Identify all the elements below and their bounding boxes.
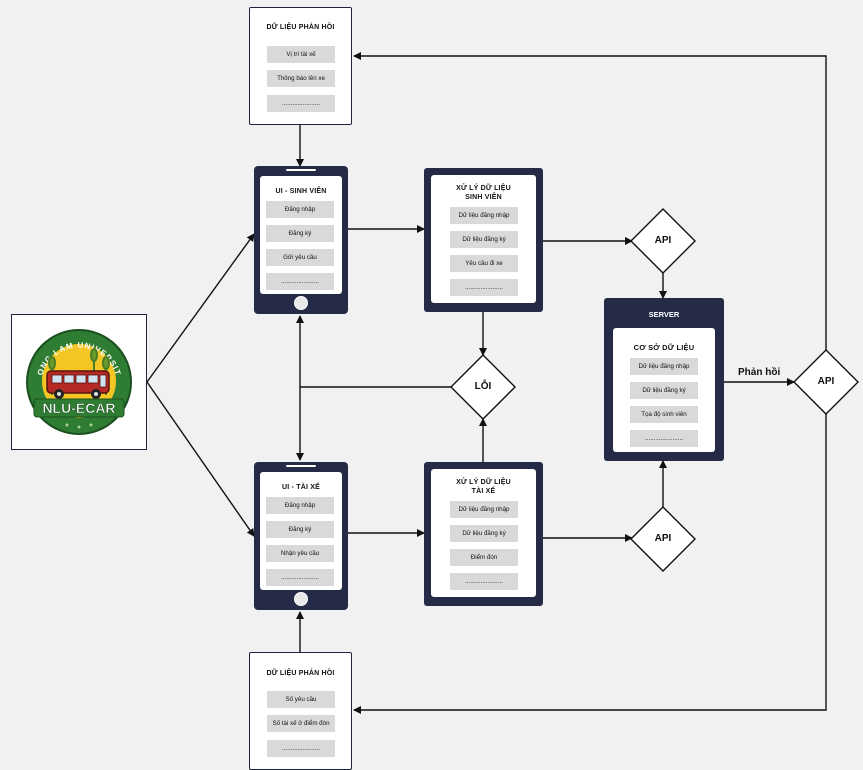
phone-home-button [294,296,308,310]
process-driver-item: Điểm đón [450,549,518,566]
process-student-title-line1: XỬ LÝ DỮ LIỆU [456,185,511,192]
process-student-screen: XỬ LÝ DỮ LIỆU SINH VIÊN Dữ liệu đăng nhậ… [431,175,536,303]
api-right-label: API [817,376,835,387]
feedback-top-title: DỮ LIỆU PHẢN HỒI [266,24,335,31]
api-top-label: API [654,235,672,246]
database-title: CƠ SỞ DỮ LIỆU [633,343,695,352]
feedback-bottom-title: DỮ LIỆU PHẢN HỒI [266,670,335,677]
process-student-title-line2: SINH VIÊN [465,194,502,201]
server-db-item: Dữ liệu đăng ký [630,382,698,399]
process-student-item: ...................... [450,279,518,296]
feedback-arrow-label: Phản hồi [738,367,781,378]
logo-banner [33,398,125,418]
logo-card: NONG LAM UNIVERSITY NLU-ECAR [9,308,147,450]
line-api-right-to-bottom [353,414,827,714]
server-db-item: Dữ liệu đăng nhập [630,358,698,375]
bus-icon [46,370,110,399]
driver-ui-item[interactable]: Nhận yêu cầu [266,545,334,562]
process-driver-title-line1: XỬ LÝ DỮ LIỆU [456,479,511,486]
arrow-logo-to-driver [146,381,255,537]
student-ui-item[interactable]: Đăng ký [266,225,334,242]
error-label: LỖI [474,381,492,392]
api-right-diamond [793,349,859,415]
process-student-item: Dữ liệu đăng ký [450,231,518,248]
api-top-diamond [630,208,696,274]
process-student-item: Dữ liệu đăng nhập [450,207,518,224]
server-db-item: ...................... [630,430,698,447]
arrow-logo-to-student [146,233,255,383]
api-bottom-label: API [654,533,672,544]
driver-ui-phone: UI - TÀI XẾ Đăng nhập Đăng ký Nhận yêu c… [254,462,348,610]
process-driver-item: Dữ liệu đăng ký [450,525,518,542]
server-box: SERVER CƠ SỞ DỮ LIỆU Dữ liệu đăng nhập D… [604,298,724,461]
driver-ui-item[interactable]: Đăng ký [266,521,334,538]
server-db-panel: CƠ SỞ DỮ LIỆU Dữ liệu đăng nhập Dữ liệu … [613,328,715,452]
student-ui-item[interactable]: ...................... [266,273,334,290]
line-api-right-to-top [353,52,827,350]
feedback-bottom-item: Số yêu cầu [267,691,335,708]
phone-home-button [294,592,308,606]
process-student-box: XỬ LÝ DỮ LIỆU SINH VIÊN Dữ liệu đăng nhậ… [424,168,543,312]
feedback-top-item: ...................... [267,95,335,112]
feedback-top-item: Thông báo lên xe [267,70,335,87]
process-driver-screen: XỬ LÝ DỮ LIỆU TÀI XẾ Dữ liệu đăng nhập D… [431,469,536,597]
student-ui-phone: UI - SINH VIÊN Đăng nhập Đăng ký Gửi yêu… [254,166,348,314]
logo-name: NLU-ECAR [42,400,115,416]
student-ui-title: UI - SINH VIÊN [275,188,327,195]
process-driver-box: XỬ LÝ DỮ LIỆU TÀI XẾ Dữ liệu đăng nhập D… [424,462,543,606]
student-ui-screen: UI - SINH VIÊN Đăng nhập Đăng ký Gửi yêu… [260,176,342,294]
process-student-item: Yêu cầu đi xe [450,255,518,272]
api-bottom-diamond [630,506,696,572]
feedback-bottom-card: DỮ LIỆU PHẢN HỒI Số yêu cầu Số tài xế ở … [249,652,352,770]
student-ui-item[interactable]: Đăng nhập [266,201,334,218]
phone-speaker [286,169,316,171]
leaf-icon [65,423,93,429]
server-title: SERVER [648,310,680,319]
driver-ui-screen: UI - TÀI XẾ Đăng nhập Đăng ký Nhận yêu c… [260,472,342,590]
feedback-top-card: DỮ LIỆU PHẢN HỒI Vị trí tài xế Thông báo… [249,7,352,125]
error-diamond [450,354,516,420]
feedback-bottom-item: Số tài xế ở điểm đón [267,715,335,732]
server-db-item: Tọa độ sinh viên [630,406,698,423]
nlu-ecar-logo: NONG LAM UNIVERSITY NLU-ECAR [9,308,132,435]
feedback-bottom-item: ...................... [267,740,335,757]
driver-ui-item[interactable]: ...................... [266,569,334,586]
feedback-top-item: Vị trí tài xế [267,46,335,63]
driver-ui-item[interactable]: Đăng nhập [266,497,334,514]
driver-ui-title: UI - TÀI XẾ [282,484,320,491]
process-driver-title-line2: TÀI XẾ [471,488,496,495]
phone-speaker [286,465,316,467]
process-driver-item: Dữ liệu đăng nhập [450,501,518,518]
process-driver-item: ...................... [450,573,518,590]
student-ui-item[interactable]: Gửi yêu cầu [266,249,334,266]
